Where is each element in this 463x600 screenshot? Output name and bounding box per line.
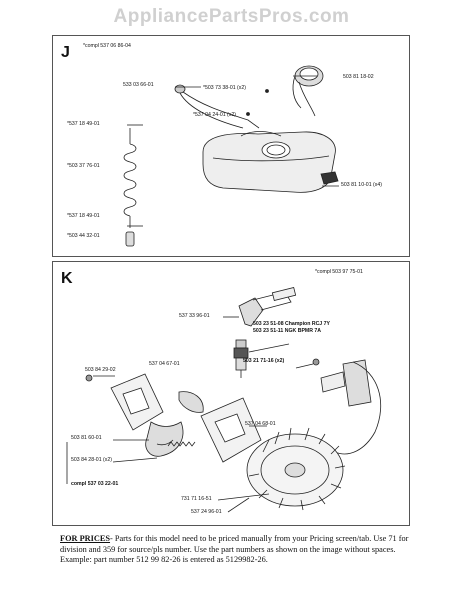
section-j-panel: J *compl 537 06 86-04 533 03 66-01 *503 … [52,35,410,257]
part-label: 731 71 16-51 [181,496,212,502]
section-k-letter: K [61,270,73,287]
section-k-drawing [66,286,382,513]
part-label: 503 81 18-02 [343,74,374,80]
pricing-note-text: - Parts for this model need to be priced… [60,534,409,564]
section-j-letter: J [61,44,70,61]
section-j-compl-label: *compl 537 06 86-04 [83,43,131,49]
part-label: 503 21 71-16 (x2) [243,358,285,364]
section-k-panel: K *compl 503 97 75-01 537 33 96-01 503 2… [52,261,410,526]
section-k-compl-label: *compl 503 97 75-01 [315,269,363,275]
part-label: 503 23 51-11 NGK BPMR 7A [253,328,322,334]
part-label: 503 81 60-01 [71,435,102,441]
part-label: 503 23 51-08 Champion RCJ 7Y [253,321,330,327]
pricing-note: FOR PRICES- Parts for this model need to… [60,534,410,566]
part-label: *537 18 49-01 [67,213,100,219]
watermark: AppliancePartsPros.com [113,6,350,27]
part-label: *537 04 24-01 (x2) [193,112,236,118]
part-label: 537 04 67-01 [149,361,180,367]
part-label: *503 73 38-01 (x2) [203,85,246,91]
section-j-drawing [123,65,339,247]
part-label: 533 03 66-01 [123,82,154,88]
pricing-note-heading: FOR PRICES [60,534,111,543]
part-label: compl 537 03 22-01 [71,481,119,487]
part-label: 503 84 29-02 [85,367,116,373]
part-label: *503 37 76-01 [67,163,100,169]
part-label: 503 84 28-01 (x2) [71,457,112,463]
part-label: 537 33 96-01 [179,313,210,319]
part-label: *503 44 32-01 [67,233,100,239]
part-label: *537 18 49-01 [67,121,100,127]
part-label: 503 81 10-01 (x4) [341,182,382,188]
part-label: 537 24 96-01 [191,509,222,515]
part-label: 537 04 68-01 [245,421,276,427]
